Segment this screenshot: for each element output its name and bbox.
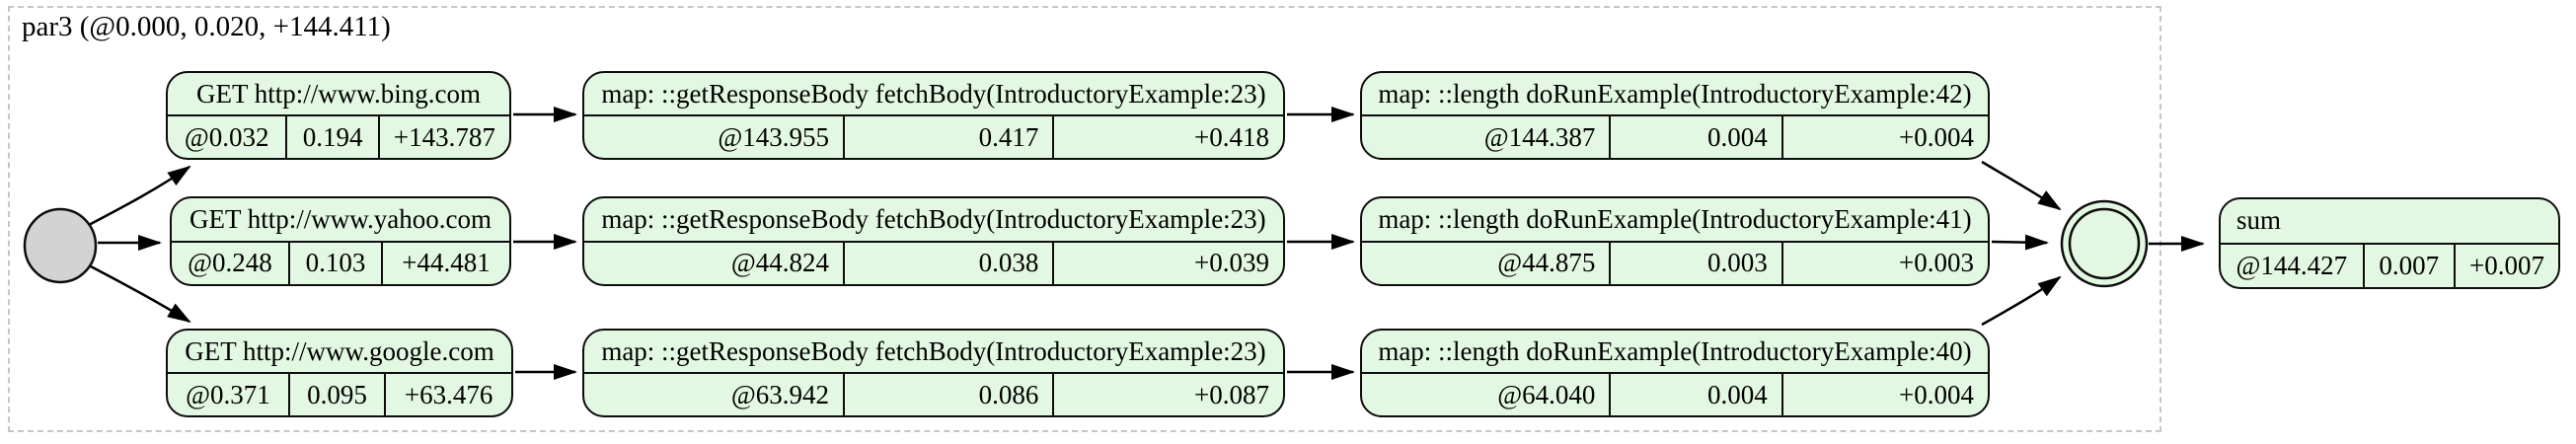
end-node-outer-circle <box>2060 199 2149 288</box>
cell-duration: 0.003 <box>1609 242 1780 284</box>
node-label: map: ::getResponseBody fetchBody(Introdu… <box>584 331 1283 374</box>
cell-delta: +0.087 <box>1052 374 1283 415</box>
cell-at: @143.955 <box>718 121 829 152</box>
edge-start-to-google <box>88 263 191 324</box>
node-get-google: GET http://www.google.com @0.371 0.095 +… <box>166 329 513 417</box>
node-cells: @0.032 0.194 +143.787 <box>168 116 509 158</box>
cell-at: @44.824 <box>730 248 829 278</box>
node-get-bing: GET http://www.bing.com @0.032 0.194 +14… <box>166 71 511 160</box>
edge-dorun1-to-end <box>1981 160 2062 211</box>
cell-at: @0.032 <box>184 121 269 152</box>
node-label: map: ::length doRunExample(IntroductoryE… <box>1362 331 1988 374</box>
node-label: GET http://www.google.com <box>168 331 511 374</box>
cell-duration: 0.103 <box>287 242 381 284</box>
node-cells: @63.942 0.086 +0.087 <box>584 374 1283 415</box>
cell-at: @144.427 <box>2235 250 2348 280</box>
edge-start-to-bing <box>88 165 191 227</box>
node-label: sum <box>2221 199 2558 245</box>
cell-delta: +44.481 <box>381 242 509 284</box>
edge-dorun3-to-end <box>1981 275 2062 327</box>
node-cells: @144.427 0.007 +0.007 <box>2221 244 2558 287</box>
node-dorun-1: map: ::length doRunExample(IntroductoryE… <box>1360 71 1990 160</box>
cluster-title: par3 (@0.000, 0.020, +144.411) <box>22 11 391 42</box>
cell-at: @63.942 <box>730 379 829 409</box>
start-node <box>23 207 98 284</box>
node-fetchbody-1: map: ::getResponseBody fetchBody(Introdu… <box>582 71 1285 160</box>
cell-at: @64.040 <box>1497 379 1596 409</box>
node-fetchbody-3: map: ::getResponseBody fetchBody(Introdu… <box>582 329 1285 417</box>
node-dorun-3: map: ::length doRunExample(IntroductoryE… <box>1360 329 1990 417</box>
cell-at: @44.875 <box>1497 248 1596 278</box>
cell-duration: 0.194 <box>285 116 377 158</box>
cell-at: @0.371 <box>186 379 270 409</box>
cell-delta: +0.007 <box>2453 244 2558 287</box>
node-cells: @144.387 0.004 +0.004 <box>1362 116 1988 158</box>
edge-dorun2-to-end <box>1991 234 2049 251</box>
node-label: map: ::length doRunExample(IntroductoryE… <box>1362 198 1988 243</box>
end-node-inner-circle <box>2068 207 2141 280</box>
edges <box>88 107 2205 380</box>
cell-delta: +0.004 <box>1780 116 1988 158</box>
cell-delta: +0.039 <box>1052 242 1283 284</box>
cell-delta: +0.418 <box>1052 116 1283 158</box>
node-sum: sum @144.427 0.007 +0.007 <box>2219 197 2560 289</box>
node-dorun-2: map: ::length doRunExample(IntroductoryE… <box>1360 196 1990 286</box>
node-cells: @143.955 0.417 +0.418 <box>584 116 1283 158</box>
node-label: map: ::getResponseBody fetchBody(Introdu… <box>584 198 1283 243</box>
cluster-box <box>8 6 2161 432</box>
cell-at: @0.248 <box>188 248 272 278</box>
node-cells: @44.875 0.003 +0.003 <box>1362 242 1988 284</box>
node-get-yahoo: GET http://www.yahoo.com @0.248 0.103 +4… <box>170 196 511 286</box>
node-label: GET http://www.bing.com <box>168 73 509 116</box>
node-cells: @0.371 0.095 +63.476 <box>168 374 511 415</box>
cell-delta: +0.004 <box>1780 374 1988 415</box>
node-label: map: ::getResponseBody fetchBody(Introdu… <box>584 73 1283 116</box>
cell-duration: 0.004 <box>1609 116 1780 158</box>
node-label: GET http://www.yahoo.com <box>172 198 509 243</box>
cell-at: @144.387 <box>1483 121 1596 152</box>
cell-duration: 0.086 <box>842 374 1052 415</box>
cell-duration: 0.004 <box>1609 374 1780 415</box>
node-cells: @64.040 0.004 +0.004 <box>1362 374 1988 415</box>
node-fetchbody-2: map: ::getResponseBody fetchBody(Introdu… <box>582 196 1285 286</box>
node-cells: @44.824 0.038 +0.039 <box>584 242 1283 284</box>
cell-duration: 0.095 <box>287 374 384 415</box>
cell-duration: 0.038 <box>842 242 1052 284</box>
cell-duration: 0.007 <box>2362 244 2454 287</box>
cell-delta: +63.476 <box>384 374 511 415</box>
node-cells: @0.248 0.103 +44.481 <box>172 242 509 284</box>
node-label: map: ::length doRunExample(IntroductoryE… <box>1362 73 1988 116</box>
cell-delta: +0.003 <box>1780 242 1988 284</box>
cell-delta: +143.787 <box>377 116 509 158</box>
cell-duration: 0.417 <box>842 116 1052 158</box>
